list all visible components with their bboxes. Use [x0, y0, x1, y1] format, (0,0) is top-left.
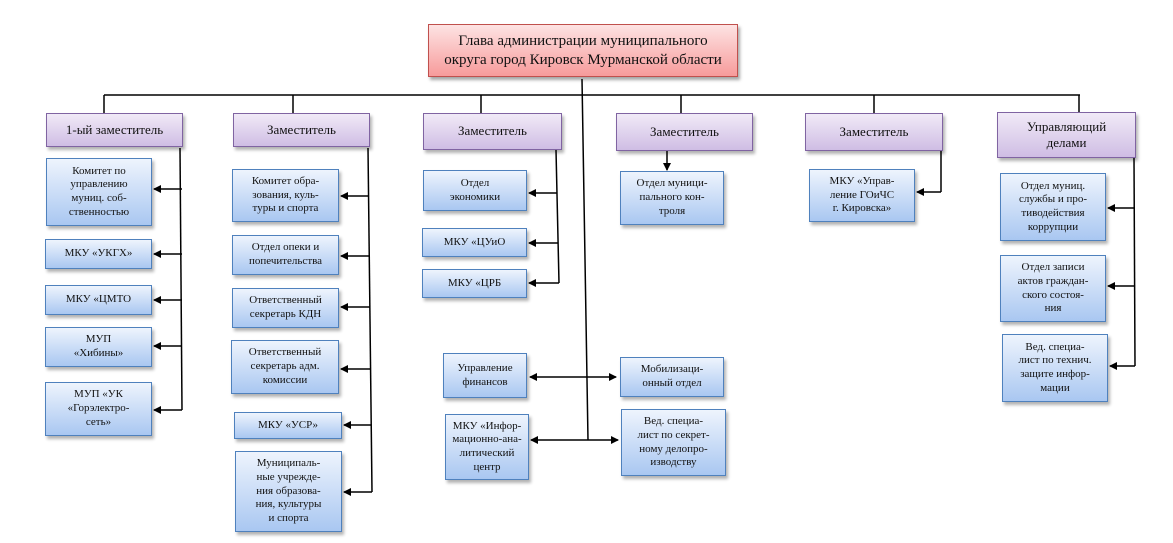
secret-records-specialist-box: Вед. специа- лист по секрет- ному делопр…	[621, 409, 726, 476]
unit-box: Вед. специа- лист по технич. защите инфо…	[1002, 334, 1108, 402]
unit-box: Комитет обра- зования, куль- туры и спор…	[232, 169, 339, 222]
mobilization-department-box: Мобилизаци- онный отдел	[620, 357, 724, 397]
deputy-1-box: 1-ый заместитель	[46, 113, 183, 147]
unit-box: МУП «УК «Горэлектро- сеть»	[45, 382, 152, 436]
deputy-3-box: Заместитель	[423, 113, 562, 150]
unit-box: Муниципаль- ные учрежде- ния образова- н…	[235, 451, 342, 532]
unit-box: МКУ «ЦРБ	[422, 269, 527, 298]
unit-box: МКУ «ЦУиО	[422, 228, 527, 257]
info-analytic-center-box: МКУ «Инфор- мационно-ана- литический цен…	[445, 414, 529, 480]
unit-box: Отдел экономики	[423, 170, 527, 211]
deputy-5-box: Заместитель	[805, 113, 943, 151]
unit-box: МКУ «УСР»	[234, 412, 342, 439]
unit-box: Ответственный секретарь КДН	[232, 288, 339, 328]
head-of-administration-box: Глава администрации муниципального округ…	[428, 24, 738, 77]
unit-box: МКУ «ЦМТО	[45, 285, 152, 315]
unit-box: МУП «Хибины»	[45, 327, 152, 367]
unit-box: Отдел записи актов граждан- ского состоя…	[1000, 255, 1106, 322]
unit-box: Ответственный секретарь адм. комиссии	[231, 340, 339, 394]
unit-box: Отдел муниц. службы и про- тиводействия …	[1000, 173, 1106, 241]
finance-department-box: Управление финансов	[443, 353, 527, 398]
deputy-2-box: Заместитель	[233, 113, 370, 147]
deputy-4-box: Заместитель	[616, 113, 753, 151]
office-manager-box: Управляющий делами	[997, 112, 1136, 158]
central-trunk-line	[581, 78, 589, 441]
unit-box: Отдел муници- пального кон- троля	[620, 171, 724, 225]
unit-box: Отдел опеки и попечительства	[232, 235, 339, 275]
unit-box: МКУ «Управ- ление ГОиЧС г. Кировска»	[809, 169, 915, 222]
unit-box: МКУ «УКГХ»	[45, 239, 152, 269]
unit-box: Комитет по управлению муниц. соб- ственн…	[46, 158, 152, 226]
